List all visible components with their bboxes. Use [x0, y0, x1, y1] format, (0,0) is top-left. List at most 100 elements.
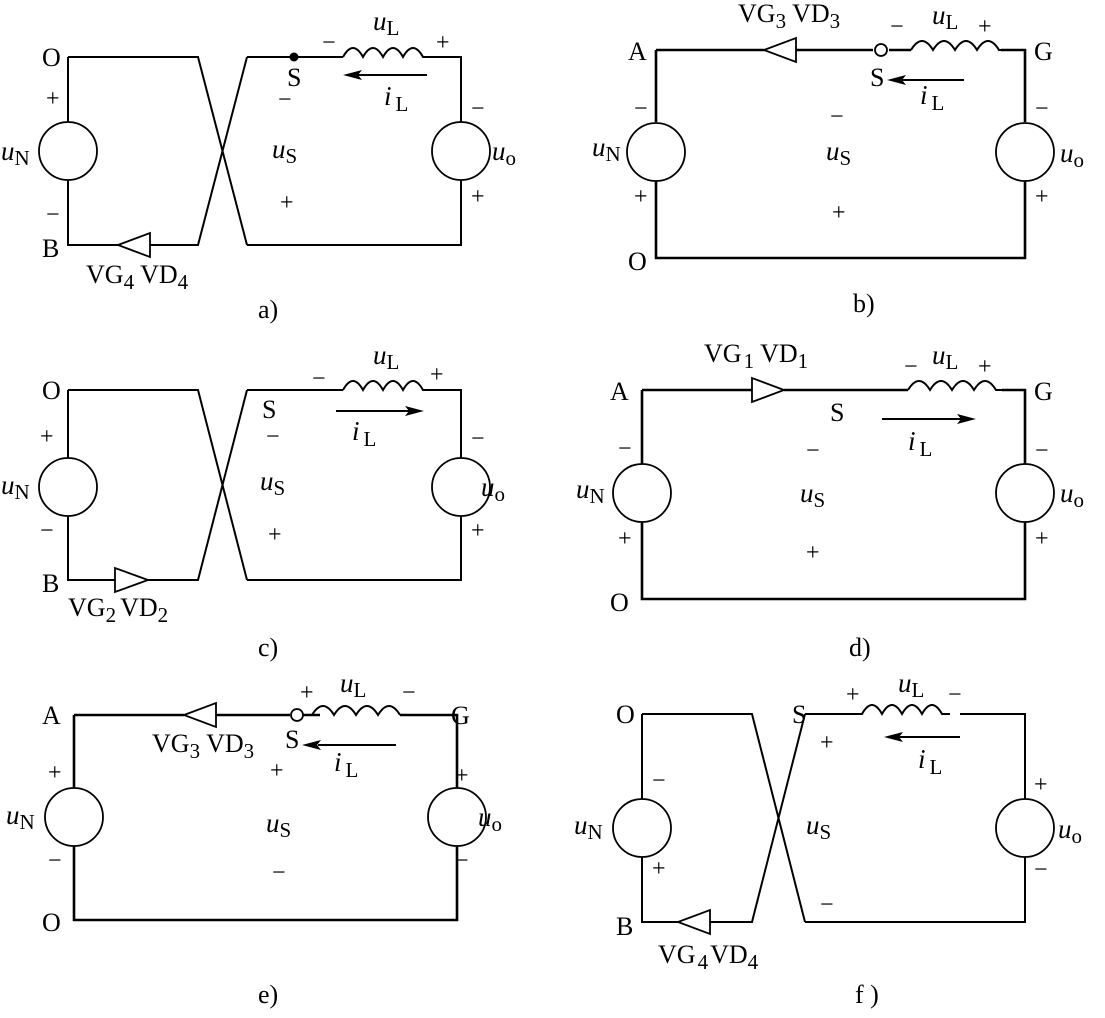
node-label-s: S — [792, 700, 806, 729]
inductor-coil — [910, 40, 1001, 52]
us-label: uS — [800, 478, 825, 512]
us-top-sign: − — [278, 87, 292, 113]
un-label: uN — [1, 470, 30, 504]
inductor-coil — [907, 380, 1002, 392]
uo-bottom-sign: + — [1035, 526, 1049, 552]
wire-right-loop — [247, 389, 462, 581]
ul-label: uL — [373, 6, 399, 40]
diode-vg2-vd2 — [114, 566, 151, 594]
us-bottom-sign: + — [806, 540, 820, 566]
wire-loop — [654, 48, 1027, 260]
inductor-coil — [311, 705, 401, 717]
diode-vg4-vd4 — [115, 231, 151, 259]
node-label-s: S — [262, 395, 276, 424]
device-label: VG4VD4 — [658, 940, 759, 974]
current-arrowhead — [887, 75, 906, 85]
wire-left-loop — [67, 389, 248, 581]
uo-label: uo — [481, 472, 505, 506]
ul-right-sign: + — [978, 14, 992, 40]
un-label: uN — [1, 136, 30, 170]
ul-left-sign: − — [322, 30, 336, 56]
ul-label: uL — [373, 340, 399, 374]
inductor-coil — [342, 380, 430, 393]
uo-top-sign: + — [455, 763, 469, 789]
panel-caption: f ) — [855, 980, 879, 1009]
ul-label: uL — [932, 340, 958, 374]
us-top-sign: + — [270, 758, 284, 784]
uo-top-sign: − — [471, 426, 485, 452]
un-bottom-sign: + — [618, 526, 632, 552]
node-label-o: O — [42, 908, 61, 937]
us-top-sign: − — [266, 424, 280, 450]
source-un — [38, 457, 98, 517]
uo-label: uo — [1060, 478, 1084, 512]
switch-node-open — [874, 43, 888, 57]
un-bottom-sign: + — [652, 856, 666, 882]
ul-right-sign: − — [948, 682, 962, 708]
uo-bottom-sign: + — [471, 518, 485, 544]
un-top-sign: − — [618, 436, 632, 462]
node-label-g: G — [1034, 37, 1053, 66]
uo-bottom-sign: + — [1035, 184, 1049, 210]
source-un — [612, 463, 672, 523]
ul-label: uL — [898, 668, 924, 702]
node-label-s: S — [287, 63, 301, 92]
source-un — [44, 787, 104, 847]
ul-right-sign: − — [402, 680, 416, 706]
us-bottom-sign: + — [268, 522, 282, 548]
current-arrowhead — [405, 406, 424, 416]
ul-left-sign: − — [312, 366, 326, 392]
node-label-g: G — [451, 701, 470, 730]
node-label-a: A — [42, 701, 61, 730]
node-label-s: S — [830, 398, 844, 427]
node-label-a: A — [610, 377, 629, 406]
un-bottom-sign: − — [48, 848, 62, 874]
us-label: uS — [806, 810, 831, 844]
ul-label: uL — [340, 668, 366, 702]
node-label-o: O — [610, 588, 629, 617]
panel-caption: e) — [258, 980, 278, 1009]
us-top-sign: − — [830, 104, 844, 130]
source-uo — [995, 122, 1055, 182]
ul-left-sign: − — [890, 14, 904, 40]
ul-right-sign: + — [430, 362, 444, 388]
uo-bottom-sign: + — [471, 184, 485, 210]
switch-node-dot — [289, 52, 299, 62]
source-uo — [431, 121, 491, 181]
node-label-s: S — [870, 63, 884, 92]
uo-top-sign: − — [471, 96, 485, 122]
panel-caption: c) — [258, 633, 278, 662]
uo-top-sign: − — [1035, 96, 1049, 122]
wire-loop — [72, 713, 459, 922]
source-un — [38, 121, 98, 181]
current-arrowhead — [957, 414, 976, 424]
un-top-sign: + — [40, 424, 54, 450]
node-label-o: O — [616, 700, 635, 729]
uo-label: uo — [492, 136, 516, 170]
uo-bottom-sign: − — [455, 848, 469, 874]
un-label: uN — [576, 474, 605, 508]
inductor-coil — [860, 704, 950, 717]
node-label-o: O — [42, 43, 61, 72]
us-bottom-sign: + — [832, 200, 846, 226]
us-bottom-sign: + — [280, 190, 294, 216]
source-uo — [427, 787, 487, 847]
un-top-sign: − — [634, 96, 648, 122]
us-bottom-sign: − — [820, 892, 834, 918]
node-label-b: B — [42, 569, 59, 598]
node-label-b: B — [42, 234, 59, 263]
un-label: uN — [592, 132, 621, 166]
